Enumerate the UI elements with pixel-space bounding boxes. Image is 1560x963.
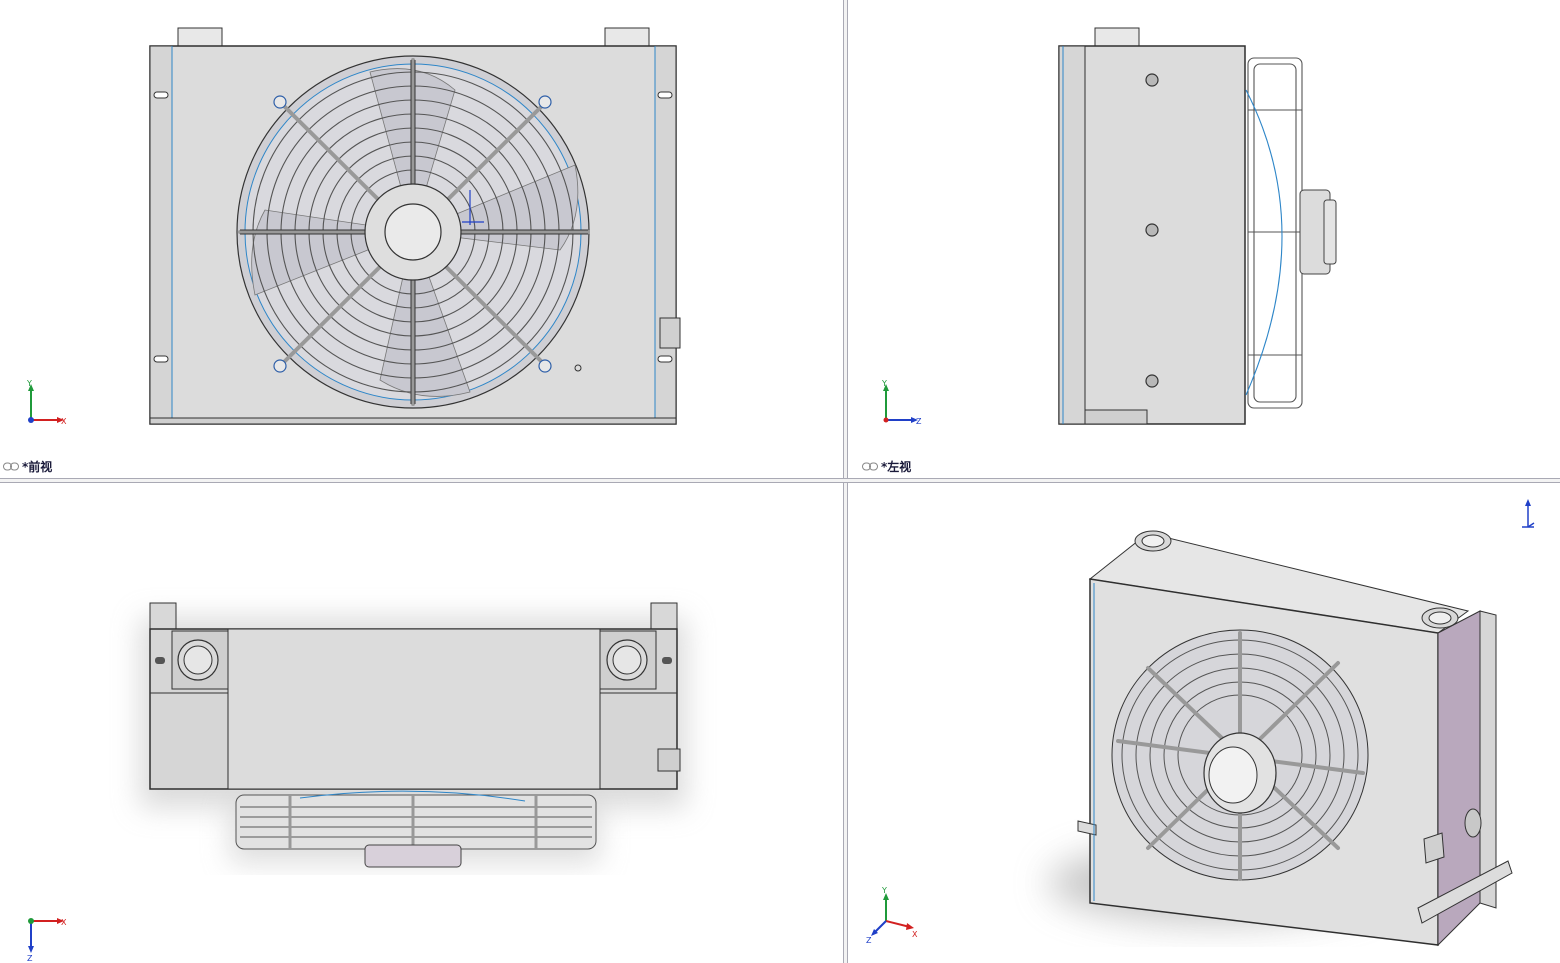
axis-x-label: X <box>61 417 67 426</box>
axis-y-label: Y <box>26 379 32 388</box>
axis-triad-front: Y X <box>26 379 67 426</box>
view-orientation-arrow[interactable] <box>1518 497 1548 533</box>
axis-x-label: X <box>912 930 918 939</box>
left-view-model[interactable] <box>848 0 1560 478</box>
axis-z-label: Z <box>916 417 922 426</box>
axis-triad-top: X Z <box>27 918 67 961</box>
view-label-front[interactable]: *前视 <box>3 458 52 475</box>
axis-triad-iso: Y X Z <box>866 886 918 945</box>
top-view-pane[interactable]: X Z <box>0 483 843 963</box>
left-view-pane[interactable]: Y Z *左视 <box>848 0 1560 478</box>
view-label-left[interactable]: *左视 <box>862 458 911 475</box>
axis-z-label: Z <box>27 954 33 961</box>
axis-triad-left: Y Z <box>881 379 922 426</box>
link-views-icon <box>3 462 19 471</box>
top-view-model[interactable] <box>0 483 843 963</box>
view-label-left-text: *左视 <box>881 460 912 474</box>
link-views-icon <box>862 462 878 471</box>
axis-y-label: Y <box>881 379 887 388</box>
viewport-splitter-horizontal[interactable] <box>0 478 1560 483</box>
isometric-view-pane[interactable]: Y X Z <box>848 483 1560 963</box>
axis-y-label: Y <box>881 886 887 895</box>
axis-x-label: X <box>61 918 67 927</box>
view-label-front-text: *前视 <box>22 460 53 474</box>
front-view-model[interactable] <box>0 0 843 478</box>
front-view-pane[interactable]: Y X *前视 <box>0 0 843 478</box>
isometric-view-model[interactable] <box>848 483 1560 963</box>
axis-z-label: Z <box>866 936 872 945</box>
